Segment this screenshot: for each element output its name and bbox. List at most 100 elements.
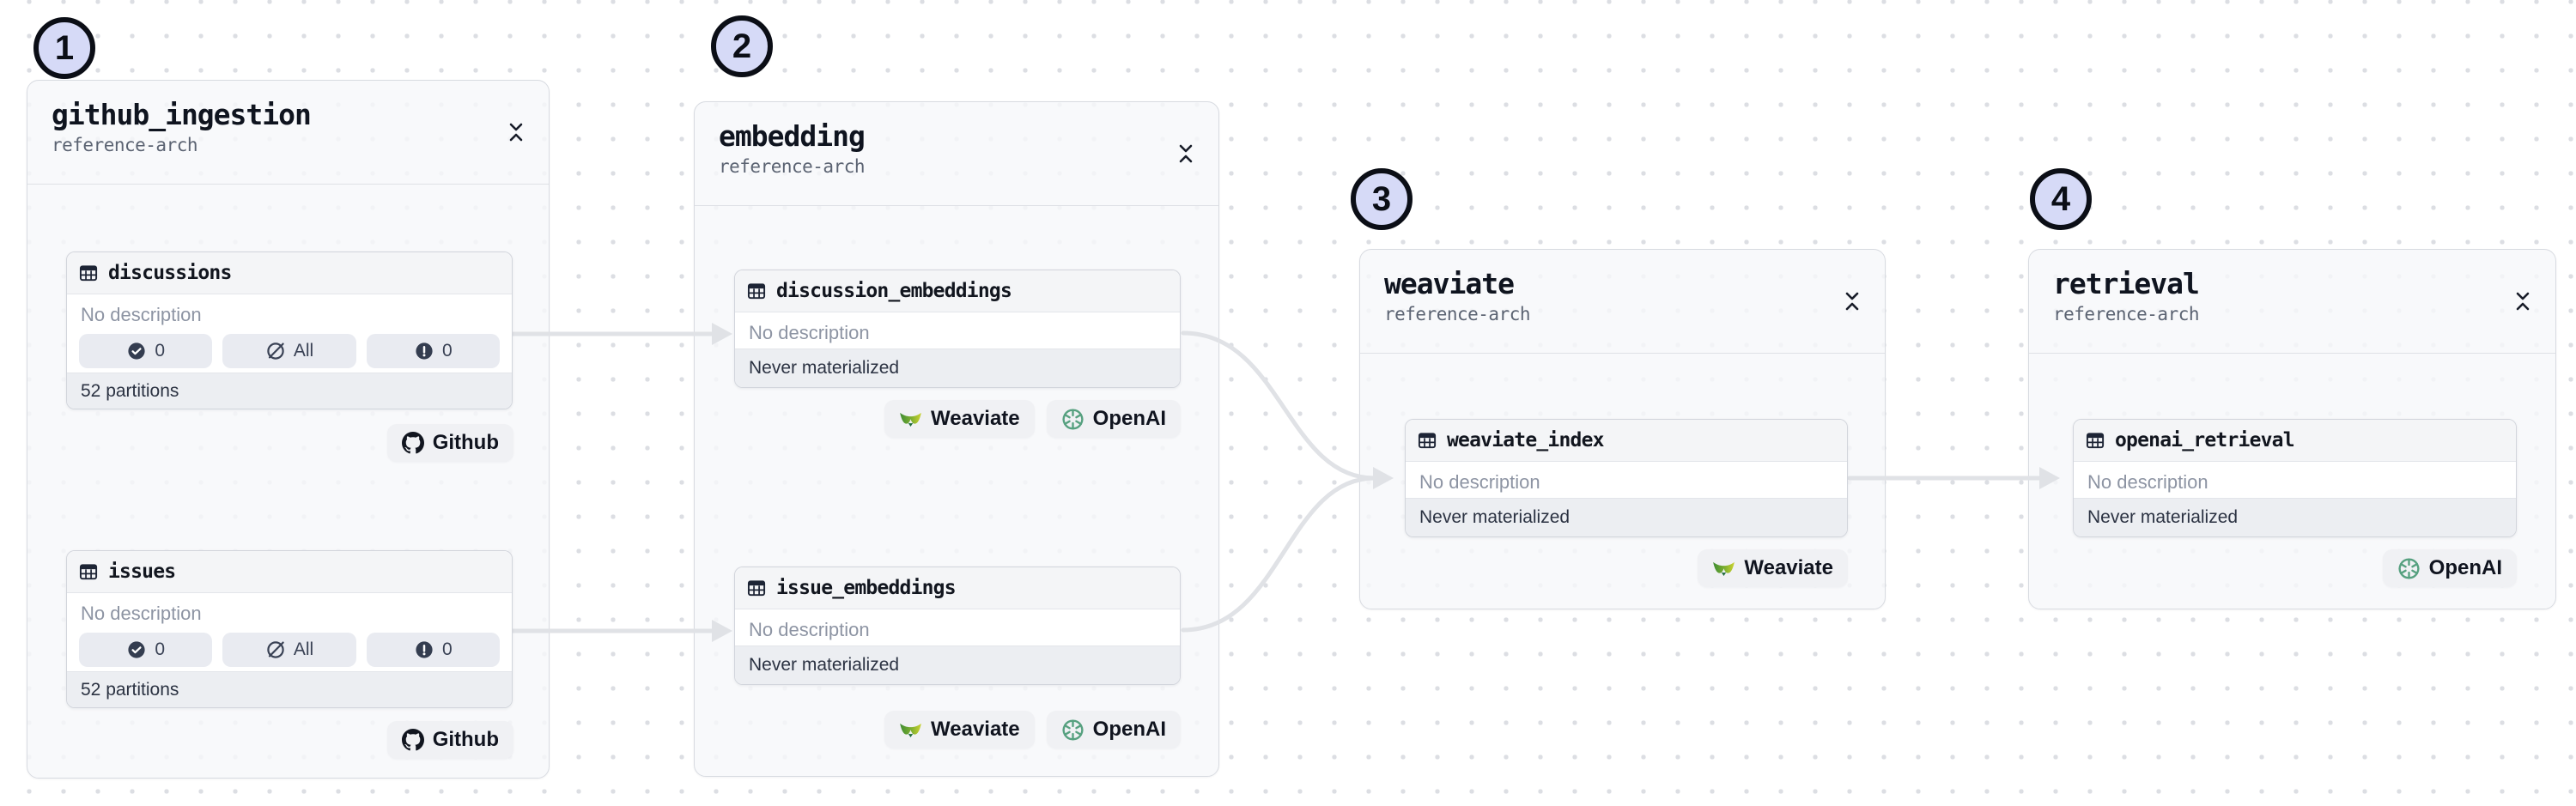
kind-badge-label: OpenAI bbox=[1092, 718, 1166, 741]
partition-health-row: 0 All 0 bbox=[79, 334, 500, 368]
asset-description: No description bbox=[1419, 471, 1540, 493]
alert-circle-icon bbox=[415, 342, 434, 361]
edge-weaviate-index-to-openai-retrieval bbox=[1847, 467, 2060, 489]
kind-badge-label: Weaviate bbox=[1744, 556, 1833, 579]
table-icon bbox=[747, 579, 766, 596]
kind-badge-github[interactable]: Github bbox=[386, 424, 513, 462]
partition-badge-label: 0 bbox=[441, 341, 453, 361]
group-title: github_ingestion bbox=[52, 98, 312, 131]
kind-badge-label: Github bbox=[432, 431, 499, 454]
step-marker-4: 4 bbox=[2030, 168, 2092, 230]
partition-badge-label: 0 bbox=[155, 341, 165, 361]
materialization-status: Never materialized bbox=[1406, 498, 1847, 536]
check-circle-icon bbox=[127, 640, 147, 659]
slash-circle-icon bbox=[267, 342, 284, 360]
step-number: 1 bbox=[54, 28, 75, 67]
asset-node-issues[interactable]: issues No description 0 All 0 52 partiti… bbox=[66, 550, 513, 708]
group-header[interactable]: retrieval reference-arch bbox=[2029, 250, 2555, 354]
github-icon bbox=[401, 729, 424, 751]
kind-badge-row: Github bbox=[386, 424, 513, 462]
kind-badge-openai[interactable]: OpenAI bbox=[1046, 400, 1181, 438]
partition-badge-label: All bbox=[293, 341, 314, 361]
edge-discussion-embeddings-to-weaviate-index bbox=[1181, 330, 1377, 481]
group-subtitle: reference-arch bbox=[2053, 304, 2200, 324]
table-icon bbox=[2086, 432, 2105, 448]
asset-node-header: discussion_embeddings bbox=[735, 270, 1180, 312]
asset-node-header: discussions bbox=[67, 252, 512, 294]
step-marker-3: 3 bbox=[1351, 168, 1413, 230]
partitions-missing-badge: All bbox=[222, 334, 356, 368]
kind-badge-label: OpenAI bbox=[2428, 556, 2502, 579]
asset-node-header: openai_retrieval bbox=[2074, 420, 2516, 462]
asset-name: weaviate_index bbox=[1447, 429, 1604, 451]
partition-badge-label: All bbox=[293, 639, 314, 659]
step-number: 3 bbox=[1371, 179, 1392, 218]
step-marker-2: 2 bbox=[711, 15, 773, 77]
partition-health-row: 0 All 0 bbox=[79, 633, 500, 667]
partitions-missing-badge: All bbox=[222, 633, 356, 667]
partitions-count-footer: 52 partitions bbox=[67, 671, 512, 707]
asset-name: issues bbox=[108, 561, 176, 583]
group-header[interactable]: embedding reference-arch bbox=[695, 102, 1218, 206]
group-title: embedding bbox=[719, 119, 866, 153]
kind-badge-label: OpenAI bbox=[1092, 407, 1166, 430]
asset-node-discussion-embeddings[interactable]: discussion_embeddings No description Nev… bbox=[734, 270, 1181, 388]
openai-icon bbox=[1060, 407, 1084, 431]
step-number: 4 bbox=[2050, 179, 2071, 218]
kind-badge-openai[interactable]: OpenAI bbox=[1046, 711, 1181, 748]
group-header[interactable]: github_ingestion reference-arch bbox=[27, 81, 549, 185]
edge-discussions-to-discussion-embeddings bbox=[510, 323, 732, 345]
asset-description: No description bbox=[749, 322, 870, 343]
asset-node-issue-embeddings[interactable]: issue_embeddings No description Never ma… bbox=[734, 567, 1181, 685]
asset-node-weaviate-index[interactable]: weaviate_index No description Never mate… bbox=[1405, 419, 1848, 537]
kind-badge-openai[interactable]: OpenAI bbox=[2382, 549, 2517, 587]
table-icon bbox=[1418, 432, 1437, 448]
table-icon bbox=[79, 264, 98, 281]
asset-node-header: weaviate_index bbox=[1406, 420, 1847, 462]
group-subtitle: reference-arch bbox=[1384, 304, 1531, 324]
check-circle-icon bbox=[127, 342, 147, 361]
kind-badge-row: Weaviate OpenAI bbox=[884, 711, 1181, 748]
asset-name: discussions bbox=[108, 262, 232, 284]
table-icon bbox=[747, 282, 766, 299]
kind-badge-row: OpenAI bbox=[2382, 549, 2517, 587]
kind-badge-weaviate[interactable]: Weaviate bbox=[884, 400, 1035, 438]
kind-badge-row: Github bbox=[386, 721, 513, 759]
step-marker-1: 1 bbox=[33, 17, 95, 79]
kind-badge-label: Weaviate bbox=[931, 718, 1020, 741]
partition-badge-label: 0 bbox=[441, 639, 453, 659]
materialization-status: Never materialized bbox=[735, 645, 1180, 684]
step-number: 2 bbox=[732, 27, 752, 65]
materialization-status: Never materialized bbox=[735, 348, 1180, 387]
asset-node-discussions[interactable]: discussions No description 0 All 0 52 pa… bbox=[66, 251, 513, 409]
kind-badge-github[interactable]: Github bbox=[386, 721, 513, 759]
asset-description: No description bbox=[2087, 471, 2208, 493]
alert-circle-icon bbox=[415, 640, 434, 659]
asset-name: openai_retrieval bbox=[2115, 429, 2295, 451]
edge-issues-to-issue-embeddings bbox=[510, 620, 732, 642]
asset-node-header: issues bbox=[67, 551, 512, 593]
group-header[interactable]: weaviate reference-arch bbox=[1360, 250, 1885, 354]
partition-badge-label: 0 bbox=[155, 639, 165, 659]
materialization-status: Never materialized bbox=[2074, 498, 2516, 536]
partitions-count-footer: 52 partitions bbox=[67, 373, 512, 409]
kind-badge-label: Github bbox=[432, 728, 499, 751]
asset-node-openai-retrieval[interactable]: openai_retrieval No description Never ma… bbox=[2073, 419, 2517, 537]
asset-name: discussion_embeddings bbox=[776, 280, 1012, 302]
kind-badge-weaviate[interactable]: Weaviate bbox=[1698, 549, 1848, 587]
weaviate-icon bbox=[900, 723, 921, 737]
asset-description: No description bbox=[749, 619, 870, 640]
slash-circle-icon bbox=[267, 641, 284, 658]
table-icon bbox=[79, 563, 98, 579]
partitions-failed-badge: 0 bbox=[366, 633, 500, 667]
asset-description: No description bbox=[81, 304, 202, 325]
kind-badge-weaviate[interactable]: Weaviate bbox=[884, 711, 1035, 748]
group-subtitle: reference-arch bbox=[719, 156, 866, 177]
openai-icon bbox=[2397, 556, 2421, 580]
weaviate-icon bbox=[900, 412, 921, 427]
asset-name: issue_embeddings bbox=[776, 577, 957, 599]
kind-badge-row: Weaviate OpenAI bbox=[884, 400, 1181, 438]
openai-icon bbox=[1060, 718, 1084, 742]
